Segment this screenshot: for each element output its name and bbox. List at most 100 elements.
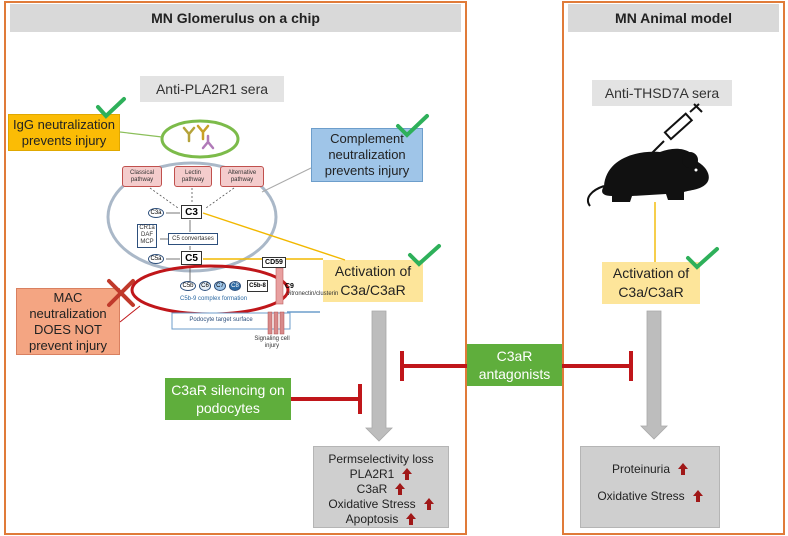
c5-node: C5 <box>181 251 202 265</box>
regulator-cr1a: CR1a <box>139 225 155 231</box>
pathway-arrows <box>149 187 235 209</box>
syringe-icon <box>651 103 703 154</box>
podocyte-membrane <box>171 312 291 330</box>
outcome-pla2r1: PLA2R1 <box>349 466 395 481</box>
outcome-row-proteinuria: Proteinuria <box>581 461 719 476</box>
anti-pla2r1-sera-label: Anti-PLA2R1 sera <box>140 76 284 102</box>
signaling-injury-label: Signaling cell injury <box>252 336 292 352</box>
activation-c3a-box-left: Activation of C3a/C3aR <box>323 260 423 302</box>
outcome-oxidative-stress: Oxidative Stress <box>328 496 416 511</box>
outcome-row-apoptosis: Apoptosis <box>314 511 448 526</box>
signaling-injury-text: Signaling cell injury <box>254 336 290 349</box>
classical-pathway-label: Classical pathway <box>129 169 154 183</box>
regulator-mcp: MCP <box>140 239 154 245</box>
connector-igg <box>119 131 163 138</box>
activation-c3a-box-right: Activation of C3a/C3aR <box>602 262 700 304</box>
inhibit-bar-silencing <box>291 384 362 414</box>
outcome-proteinuria: Proteinuria <box>611 461 671 476</box>
c3ar-antagonists-box: C3aR antagonists <box>467 344 562 386</box>
outcome-row-oxidative-right: Oxidative Stress <box>581 488 719 503</box>
igg-neutralization-box: IgG neutralization prevents injury <box>8 114 120 151</box>
complement-ellipse <box>106 161 278 273</box>
outcome-box-right: Proteinuria Oxidative Stress <box>580 446 720 528</box>
c6-node: C6 <box>199 281 211 291</box>
check-icon-activation-right <box>686 247 719 270</box>
outcome-box-left: Permselectivity loss PLA2R1 C3aR Oxidati… <box>313 446 449 528</box>
inhibit-bar-antagonist-left <box>400 351 467 381</box>
antibody-icon <box>182 124 215 150</box>
vitronectin-label: vitronectin/clusterin <box>287 291 338 309</box>
c6-label: C6 <box>201 283 209 289</box>
alternative-pathway-box: Alternative pathway <box>220 166 264 187</box>
cd59-node: CD59 <box>262 257 286 268</box>
vitronectin-text: vitronectin/clusterin <box>287 291 339 297</box>
mouse-icon <box>586 148 709 207</box>
c3a-node: C3a <box>148 208 164 218</box>
right-panel-title: MN Animal model <box>568 4 779 32</box>
c5a-node: C5a <box>148 254 164 264</box>
c5b-node: C5b <box>180 281 196 291</box>
left-panel-title: MN Glomerulus on a chip <box>10 4 461 32</box>
cross-icon-mac <box>107 279 135 307</box>
classical-pathway-box: Classical pathway <box>122 166 162 187</box>
c5b8-label: C5b-8 <box>249 283 266 289</box>
c3-node: C3 <box>181 205 202 219</box>
alternative-pathway-label: Alternative pathway <box>227 169 257 183</box>
complement-neutralization-box: Complement neutralization prevents injur… <box>311 128 423 182</box>
c8-label: C8 <box>231 283 239 289</box>
c5b-label: C5b <box>182 283 194 289</box>
convertases-box: C5 convertases <box>168 233 218 245</box>
connector-c3-activation <box>202 212 346 261</box>
igg-neutralization-label: IgG neutralization prevents injury <box>13 116 115 148</box>
activation-c3a-label-right: Activation of C3a/C3aR <box>612 265 690 300</box>
c3ar-silencing-box: C3aR silencing on podocytes <box>165 378 291 420</box>
outcome-c3ar: C3aR <box>356 481 388 496</box>
lectin-pathway-box: Lectin pathway <box>174 166 212 187</box>
arrow-up-icon <box>402 467 413 480</box>
podocyte-surface-label: Podocyte target surface <box>189 317 253 323</box>
lectin-pathway-label: Lectin pathway <box>181 169 205 183</box>
regulator-daf: DAF <box>141 232 153 238</box>
outcome-row-oxidative: Oxidative Stress <box>314 496 448 511</box>
arrow-up-icon <box>395 482 406 495</box>
complex-formation-label: C5b-9 complex formation <box>180 296 248 302</box>
c5a-label: C5a <box>150 256 162 262</box>
arrow-up-icon <box>678 462 689 475</box>
check-icon-igg <box>96 97 126 119</box>
regulators-box: CR1a DAF MCP <box>137 224 157 248</box>
c9-label: C9 <box>285 283 294 290</box>
c3ar-antagonists-label: C3aR antagonists <box>478 348 551 382</box>
pore-channel-icon <box>267 311 285 335</box>
c3ar-silencing-label: C3aR silencing on podocytes <box>171 382 285 416</box>
outcome-row-c3ar: C3aR <box>314 481 448 496</box>
c7-node: C7 <box>214 281 226 291</box>
connector-mac <box>119 305 141 323</box>
connector-complement <box>261 167 312 193</box>
igg-ellipse <box>160 119 240 159</box>
c7-label: C7 <box>216 283 224 289</box>
outcome-title-row: Permselectivity loss <box>314 451 448 466</box>
c5-label: C5 <box>185 253 198 264</box>
check-icon-complement <box>396 114 429 138</box>
inhibit-bar-antagonist-right <box>562 351 633 381</box>
c9-pore <box>275 267 284 305</box>
arrow-down-icon-left <box>365 310 393 442</box>
arrow-up-icon <box>406 512 417 525</box>
c5b8-node: C5b-8 <box>247 280 268 292</box>
convertases-label: C5 convertases <box>172 236 214 242</box>
outcome-title: Permselectivity loss <box>328 451 434 466</box>
outcome-oxidative-stress-right: Oxidative Stress <box>597 488 685 503</box>
outcome-apoptosis: Apoptosis <box>345 511 399 526</box>
arrow-up-icon <box>423 497 434 510</box>
activation-c3a-label-left: Activation of C3a/C3aR <box>334 263 412 298</box>
arrow-up-icon <box>692 489 703 502</box>
c9-label-box: C9 <box>285 282 299 292</box>
mac-neutralization-label: MAC neutralization DOES NOT prevent inju… <box>28 289 108 353</box>
arrow-down-icon-right <box>640 310 668 440</box>
outcome-row-pla2r1: PLA2R1 <box>314 466 448 481</box>
mac-neutralization-box: MAC neutralization DOES NOT prevent inju… <box>16 288 120 355</box>
complement-neutralization-label: Complement neutralization prevents injur… <box>324 131 410 178</box>
anti-thsd7a-sera-label: Anti-THSD7A sera <box>592 80 732 106</box>
c8-node: C8 <box>229 281 241 291</box>
